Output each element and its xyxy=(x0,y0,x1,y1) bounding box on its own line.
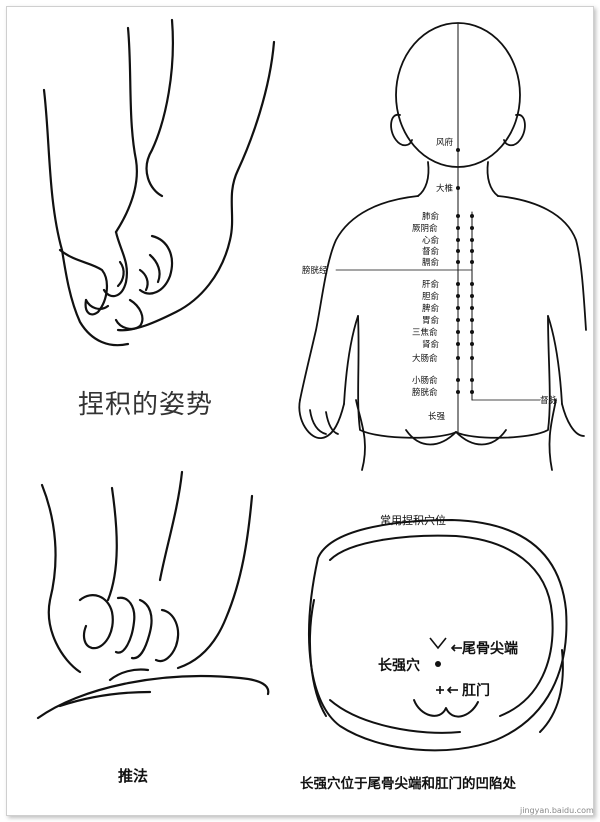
common-points-caption: 常用捏积穴位 xyxy=(380,514,446,527)
changqiang-description: 长强穴位于尾骨尖端和肛门的凹陷处 xyxy=(300,776,516,792)
point-dushu: 督俞 xyxy=(422,247,440,257)
acupoint-dots xyxy=(435,148,474,667)
point-fengfu: 风府 xyxy=(436,138,454,148)
point-danshu: 胆俞 xyxy=(422,292,440,302)
watermark: jingyan.baidu.com xyxy=(520,806,594,815)
changqiang-point-label: 长强穴 xyxy=(378,658,420,674)
point-xinshu: 心俞 xyxy=(422,236,440,246)
point-dachangshu: 大肠俞 xyxy=(412,354,438,364)
point-weishu: 胃俞 xyxy=(422,316,440,326)
point-geshu: 膈俞 xyxy=(422,258,440,268)
point-shenshu: 肾俞 xyxy=(422,340,440,350)
point-sanjiaoshu: 三焦俞 xyxy=(412,328,438,338)
child-back-drawing xyxy=(298,22,587,471)
buttocks-drawing xyxy=(308,519,568,752)
point-feishu: 肺俞 xyxy=(422,212,440,222)
anus-label: 肛门 xyxy=(462,683,490,699)
tailbone-tip-label: 尾骨尖端 xyxy=(462,641,518,657)
point-pangguangshu: 膀胱俞 xyxy=(412,388,438,398)
point-dumai: 督脉 xyxy=(540,396,558,406)
push-method-caption: 推法 xyxy=(118,767,149,785)
point-pangguang-jing: 膀胱经 xyxy=(302,266,328,276)
pinch-hands-drawing xyxy=(42,18,276,347)
point-pishu: 脾俞 xyxy=(422,304,440,314)
push-hands-drawing xyxy=(36,470,270,720)
point-ganshu: 肝俞 xyxy=(422,280,440,290)
point-xiaochangshu: 小肠俞 xyxy=(412,376,438,386)
point-jueyinshu: 厥阴俞 xyxy=(412,224,438,234)
buttock-arrows xyxy=(429,637,462,694)
point-dazhui: 大椎 xyxy=(436,184,454,194)
point-changqiang: 长强 xyxy=(428,412,446,422)
pinch-posture-caption: 捏积的姿势 xyxy=(78,390,214,420)
